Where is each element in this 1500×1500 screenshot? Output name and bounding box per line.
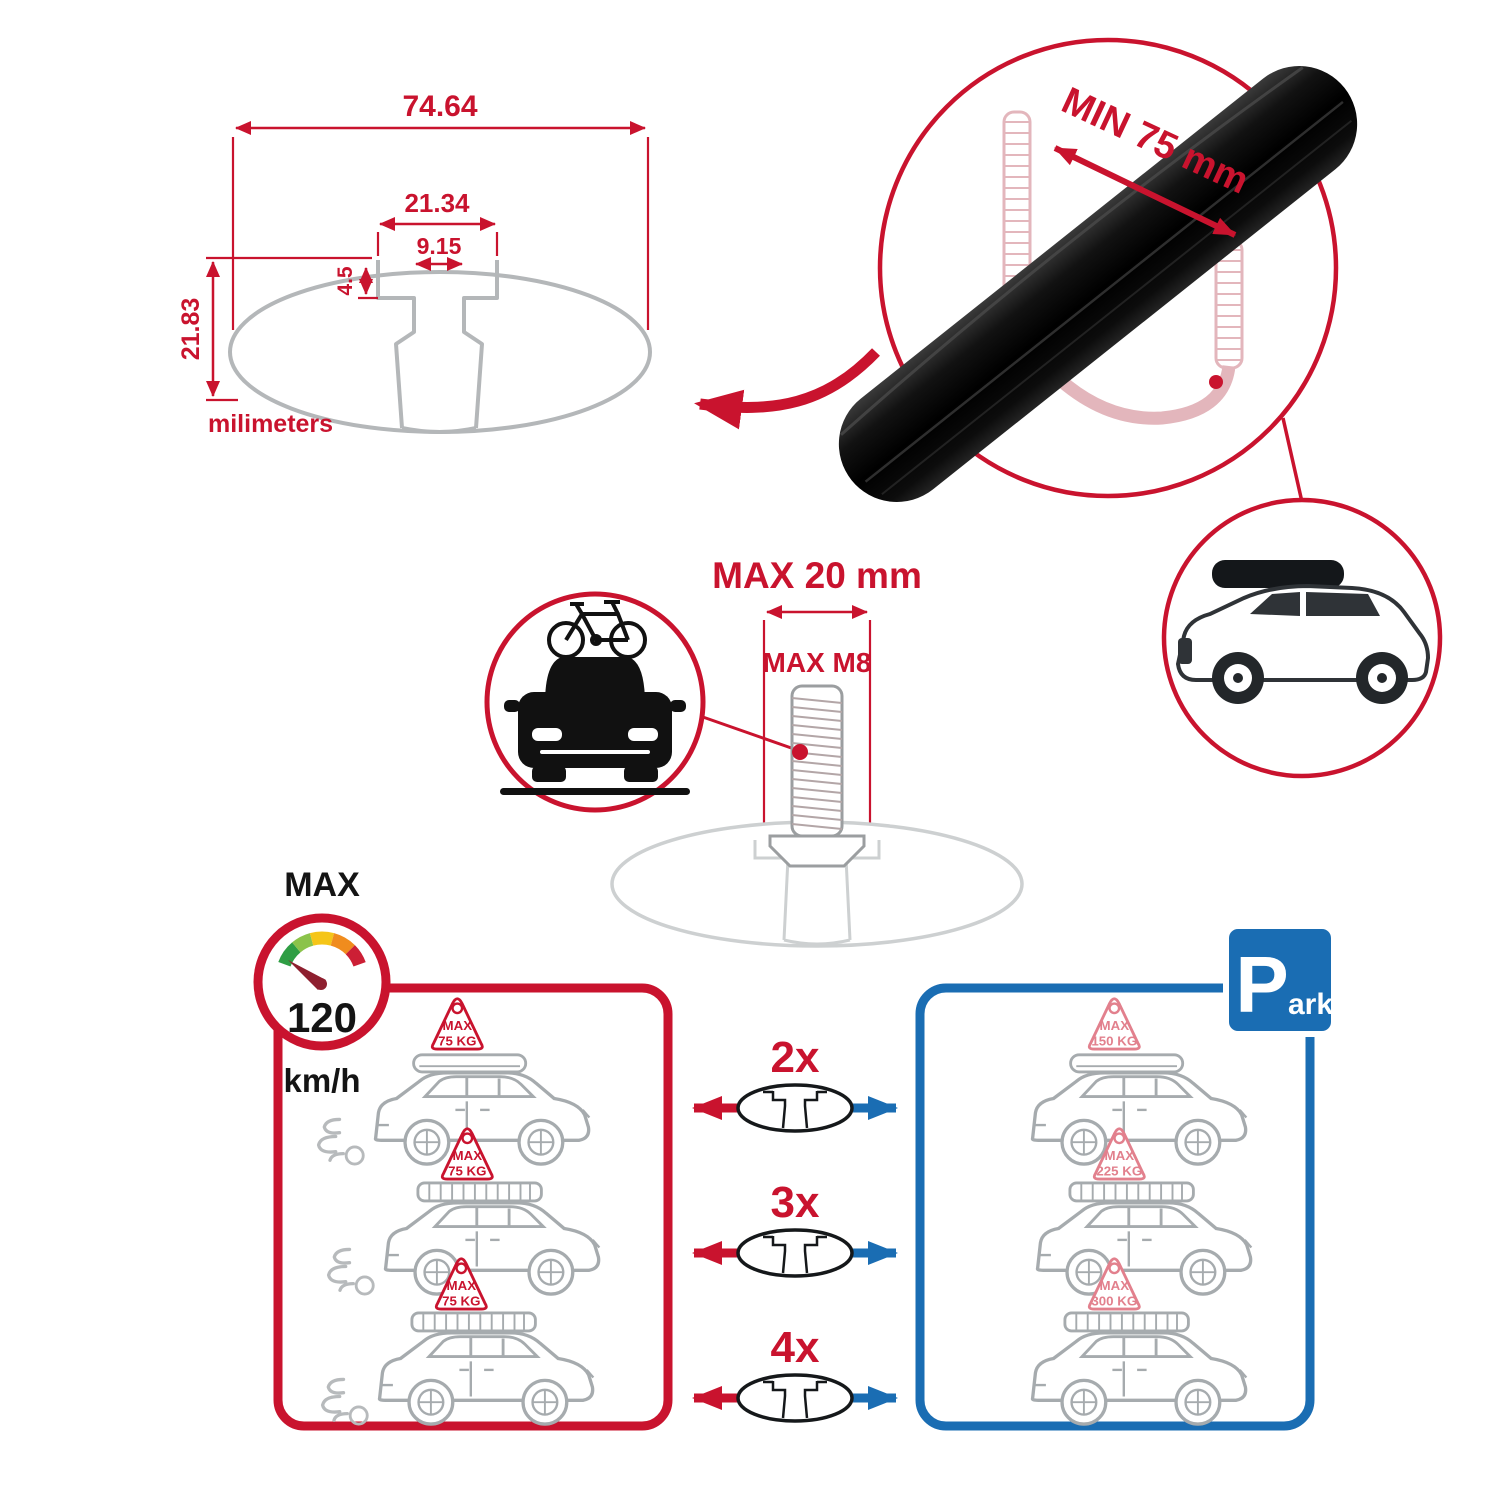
svg-text:225 KG: 225 KG (1096, 1163, 1142, 1178)
bolt-spec: MAX 20 mm MAX M8 (610, 555, 1024, 948)
svg-text:MAX: MAX (1100, 1018, 1130, 1033)
clamp-stud-left (1002, 110, 1032, 302)
speed-limit: MAX 120 km/h (253, 866, 391, 1099)
multiplier-label-3: 4x (771, 1323, 820, 1372)
multiplier-label-1: 2x (771, 1033, 820, 1082)
profile-ellipse (228, 270, 652, 434)
profile-web-bottom (401, 426, 477, 434)
park-sign: P ark (1223, 923, 1337, 1037)
svg-text:75 KG: 75 KG (442, 1293, 480, 1308)
bolt-dot (792, 744, 808, 760)
parking-sign-icon (1223, 923, 1337, 1037)
svg-text:150 KG: 150 KG (1091, 1033, 1137, 1048)
min-length-arrow (1053, 145, 1237, 238)
suv-windshield (1250, 592, 1300, 616)
park-rest: ark (1288, 988, 1333, 1021)
profile-t-slot-right (462, 260, 499, 429)
suv-roofbox-badge (1161, 497, 1443, 779)
svg-text:MAX: MAX (453, 1148, 483, 1163)
multiplier-label-2: 3x (771, 1178, 820, 1227)
suv-side-windows (1306, 592, 1380, 616)
suv-grille (1178, 638, 1192, 664)
multiplier-row-1: 2x (692, 1033, 898, 1133)
car-parked-2: MAX 225 KG (1035, 1127, 1254, 1296)
dim-slot-depth: 4.5 (334, 266, 357, 296)
car-parked-1: MAX 150 KG (1030, 997, 1249, 1166)
bike-rack-badge (484, 591, 798, 813)
car-front-silhouette (500, 657, 690, 795)
car-driving-3: MAX 75 KG (320, 1257, 596, 1426)
dim-total-width: 74.64 (402, 90, 477, 123)
svg-text:MAX: MAX (1105, 1148, 1135, 1163)
crossbar-detail: MIN 75 mm (838, 37, 1358, 503)
crossbar-oval-profile-icon (736, 1083, 854, 1133)
car-parked-3: MAX 300 KG (1030, 1257, 1249, 1426)
svg-text:MAX: MAX (443, 1018, 473, 1033)
svg-text:MAX: MAX (1100, 1278, 1130, 1293)
bolt-connector (699, 714, 798, 752)
zoom-pointer-arrow (694, 348, 880, 430)
park-letter: P (1235, 940, 1288, 1029)
dim-total-height: 21.83 (177, 298, 205, 361)
speed-max-label: MAX (284, 866, 360, 904)
cross-section-diagram: 74.64 21.34 9.15 4.5 21.83 milimeters (177, 90, 652, 438)
car-driving-1: MAX 75 KG (316, 997, 592, 1166)
multiplier-row-2: 3x (692, 1178, 898, 1278)
svg-text:75 KG: 75 KG (438, 1033, 476, 1048)
profile-t-slot-left (376, 260, 416, 429)
crossbar-oval-profile-icon (736, 1228, 854, 1278)
speed-unit: km/h (283, 1062, 360, 1099)
clamp-dot (1209, 375, 1223, 389)
bolt-width-label: MAX 20 mm (712, 555, 922, 596)
t-bolt (768, 684, 866, 868)
clamp-strap (1035, 355, 1236, 425)
badge-connector (1281, 417, 1304, 503)
roofbox (1212, 560, 1344, 588)
unit-label: milimeters (208, 410, 333, 438)
bolt-thread-label: MAX M8 (763, 647, 872, 678)
magnifier-circle (877, 37, 1339, 499)
svg-text:75 KG: 75 KG (448, 1163, 486, 1178)
svg-text:MAX: MAX (447, 1278, 477, 1293)
dim-slot-inner: 9.15 (417, 233, 462, 259)
crossbar-oval-profile-icon (736, 1373, 854, 1423)
multiplier-row-3: 4x (692, 1323, 898, 1423)
svg-text:300 KG: 300 KG (1091, 1293, 1137, 1308)
car-driving-2: MAX 75 KG (326, 1127, 602, 1296)
dim-slot-outer: 21.34 (404, 188, 470, 218)
speed-value: 120 (287, 994, 357, 1041)
ghost-profile-slot (753, 840, 881, 946)
